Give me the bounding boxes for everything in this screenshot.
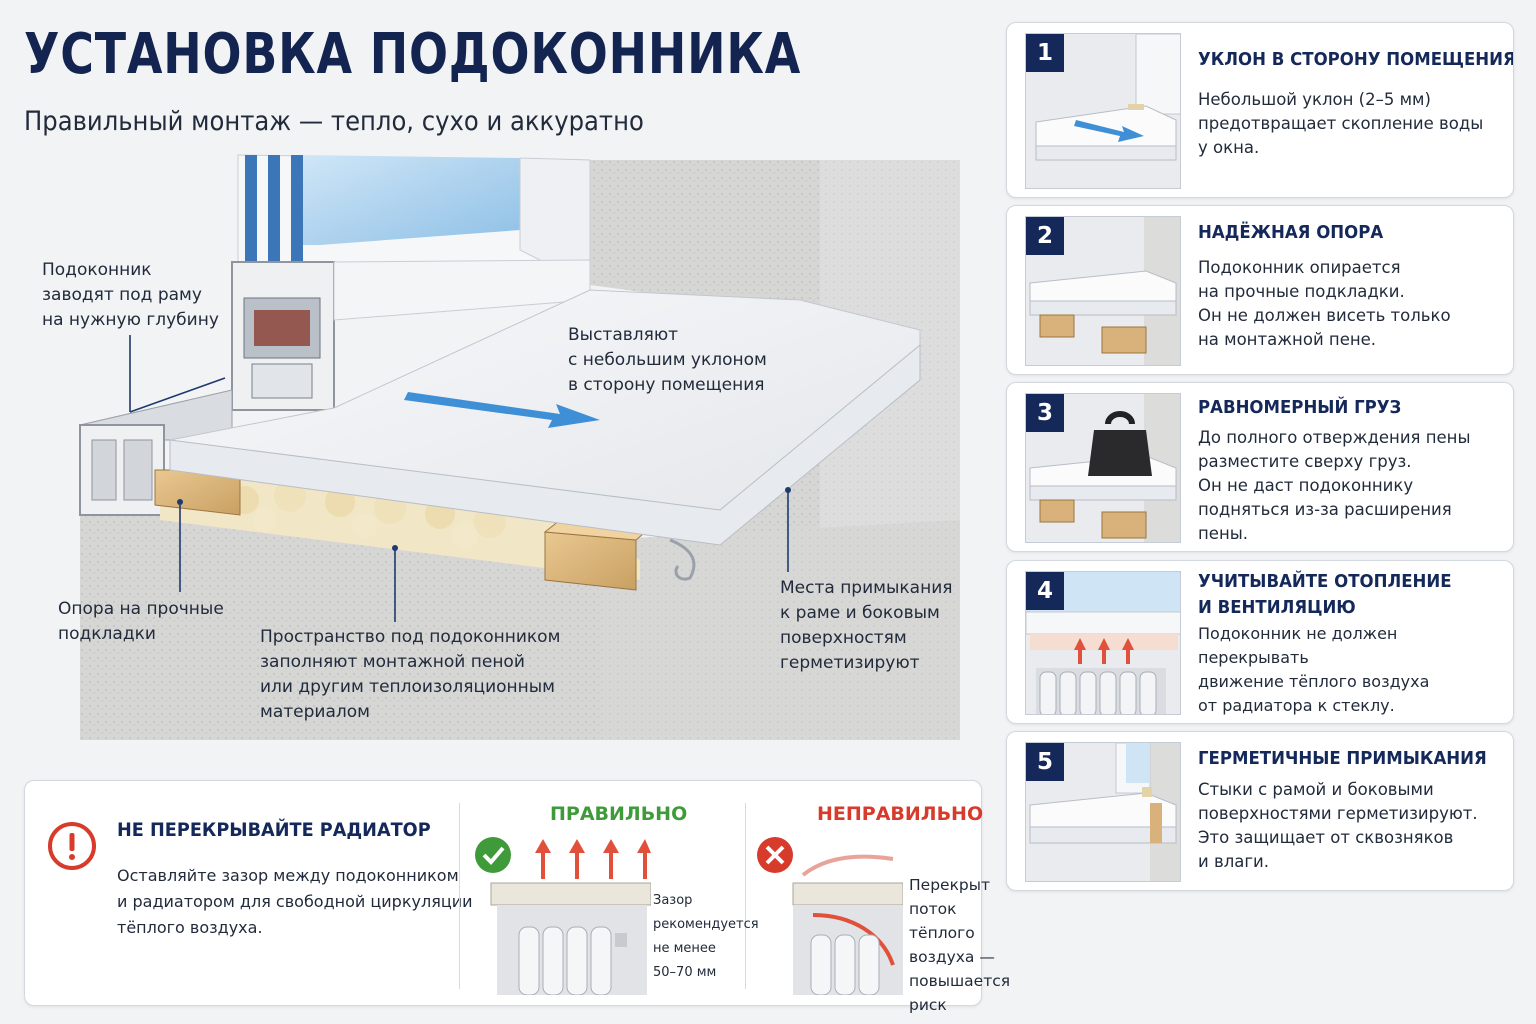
step-4-thumbnail: 4 xyxy=(1025,571,1181,715)
cross-icon xyxy=(757,837,793,873)
callout-sealing: Места примыкания к раме и боковым поверх… xyxy=(780,578,953,673)
sill-installation-illustration xyxy=(0,150,990,760)
step-3-thumbnail: 3 xyxy=(1025,393,1181,543)
page-subtitle: Правильный монтаж — тепло, сухо и аккура… xyxy=(24,106,644,137)
step-text: До полного отверждения пены разместите с… xyxy=(1198,428,1471,543)
panel-divider xyxy=(459,803,460,989)
step-card-1: 1 УКЛОН В СТОРОНУ ПОМЕЩЕНИЯ Небольшой ук… xyxy=(1006,22,1514,198)
step-number: 5 xyxy=(1026,743,1064,781)
step-1-thumbnail: 1 xyxy=(1025,33,1181,189)
callout-supports: Опора на прочные подкладки xyxy=(58,599,224,644)
step-card-5: 5 ГЕРМЕТИЧНЫЕ ПРИМЫКАНИЯ Стыки с рамой и… xyxy=(1006,731,1514,891)
page-title: УСТАНОВКА ПОДОКОННИКА xyxy=(24,22,802,87)
warning-text: Оставляйте зазор между подоконником и ра… xyxy=(117,866,473,937)
step-card-4: 4 УЧИТЫВАЙТЕ ОТОПЛЕНИЕ И ВЕНТИЛЯЦИЮ Подо… xyxy=(1006,560,1514,724)
step-number: 4 xyxy=(1026,572,1064,610)
step-title: РАВНОМЕРНЫЙ ГРУЗ xyxy=(1198,397,1402,418)
leader-under-frame-tip xyxy=(129,377,226,413)
step-number: 3 xyxy=(1026,394,1064,432)
step-2-thumbnail: 2 xyxy=(1025,216,1181,366)
callout-slope: Выставляют с небольшим уклоном в сторону… xyxy=(568,325,767,395)
step-text: Подоконник опирается на прочные подкладк… xyxy=(1198,258,1451,349)
step-number: 1 xyxy=(1026,34,1064,72)
slope-arrow-icon xyxy=(404,392,600,428)
step-title: УКЛОН В СТОРОНУ ПОМЕЩЕНИЯ xyxy=(1198,49,1514,70)
correct-radiator-diagram xyxy=(475,837,651,995)
radiator-icon xyxy=(518,926,627,995)
step-title: ГЕРМЕТИЧНЫЕ ПРИМЫКАНИЯ xyxy=(1198,748,1487,769)
wood-supports xyxy=(154,469,652,591)
heat-arrow-icon xyxy=(535,839,651,879)
check-icon xyxy=(475,837,511,873)
sill-cross-section-diagram xyxy=(0,150,990,760)
callout-foam: Пространство под подоконником заполняют … xyxy=(260,627,561,722)
warning-title: НЕ ПЕРЕКРЫВАЙТЕ РАДИАТОР xyxy=(117,819,431,841)
blocked-flow-note: Перекрыт поток тёплого воздуха — повышае… xyxy=(909,876,1011,1024)
step-text: Небольшой уклон (2–5 мм) предотвращает с… xyxy=(1198,90,1484,157)
warning-icon xyxy=(48,822,96,870)
window-frame xyxy=(231,154,591,411)
callout-under-frame: Подоконник заводят под раму на нужную гл… xyxy=(42,260,219,330)
radiator-warning-panel: НЕ ПЕРЕКРЫВАЙТЕ РАДИАТОР Оставляйте зазо… xyxy=(24,780,1010,1024)
sub-sill-profile xyxy=(79,389,233,516)
step-5-thumbnail: 5 xyxy=(1025,742,1181,882)
correct-label: ПРАВИЛЬНО xyxy=(550,803,688,825)
step-card-3: 3 РАВНОМЕРНЫЙ ГРУЗ До полного отверждени… xyxy=(1006,382,1514,552)
step-title: НАДЁЖНАЯ ОПОРА xyxy=(1198,222,1384,243)
wrong-label: НЕПРАВИЛЬНО xyxy=(817,803,984,825)
step-text: Подоконник не должен перекрывать движени… xyxy=(1198,624,1460,723)
step-text: Стыки с рамой и боковыми поверхностями г… xyxy=(1198,780,1478,871)
gap-note: Зазор рекомендуется не менее 50–70 мм xyxy=(653,893,759,980)
panel-divider xyxy=(745,803,746,989)
step-number: 2 xyxy=(1026,217,1064,255)
step-card-2: 2 НАДЁЖНАЯ ОПОРА Подоконник опирается на… xyxy=(1006,205,1514,375)
step-title: УЧИТЫВАЙТЕ ОТОПЛЕНИЕ И ВЕНТИЛЯЦИЮ xyxy=(1198,571,1452,618)
slope-arrow-icon xyxy=(1026,34,1180,188)
wrong-radiator-diagram xyxy=(757,837,903,995)
radiator-icon xyxy=(810,934,880,995)
